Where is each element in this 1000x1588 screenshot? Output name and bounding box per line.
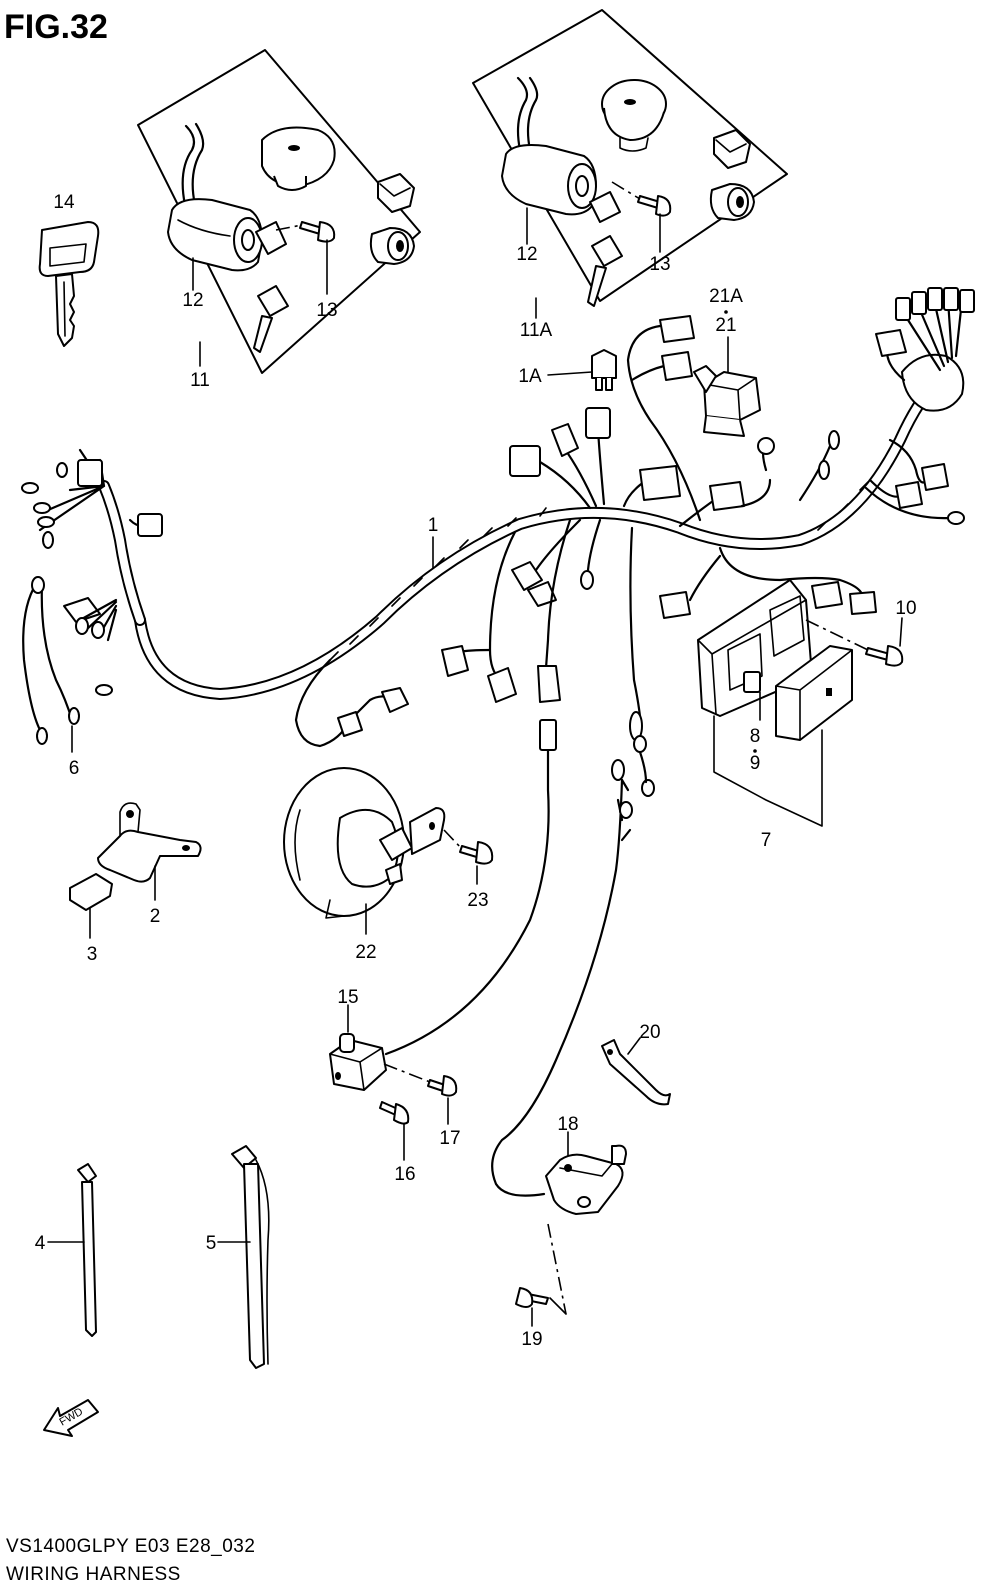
relay (693, 365, 761, 437)
callout-14: 14 (53, 192, 75, 213)
callout-4: 4 (35, 1233, 46, 1254)
callout-9: 9 (750, 753, 761, 774)
bracket-2 (97, 802, 202, 883)
callout-10: 10 (895, 598, 916, 619)
callout-1A: 1A (518, 366, 542, 387)
callout-16: 16 (394, 1164, 415, 1185)
control-unit (697, 579, 853, 741)
ignition-switch-set-box (137, 49, 421, 374)
diagram-caption: WIRING HARNESS (6, 1564, 181, 1585)
callout-12-alt: 12 (516, 244, 537, 265)
callout-labels: 14 12 13 11 12 13 11A 21A 21 1A 1 6 10 8… (35, 192, 917, 1350)
callout-23: 23 (467, 890, 488, 911)
forward-direction-arrow: FWD (43, 1399, 99, 1437)
callout-22: 22 (355, 942, 376, 963)
callout-11A: 11A (520, 320, 553, 341)
callout-3: 3 (87, 944, 98, 965)
callout-5: 5 (206, 1233, 217, 1254)
callout-21A: 21A (709, 286, 743, 307)
callout-12: 12 (182, 290, 203, 311)
callout-20: 20 (639, 1022, 660, 1043)
cable-tie-5 (231, 1145, 270, 1369)
cable-tie-4 (77, 1163, 97, 1337)
callout-19: 19 (521, 1329, 542, 1350)
clamp-20 (601, 1039, 671, 1106)
callout-21: 21 (715, 315, 736, 336)
bolt-23 (443, 829, 494, 865)
horn (283, 767, 446, 919)
callout-15: 15 (337, 987, 358, 1008)
screw-10 (805, 619, 904, 667)
screw-16 (379, 1101, 410, 1125)
callout-13: 13 (316, 300, 337, 321)
callout-1: 1 (428, 515, 439, 536)
callout-7: 7 (761, 830, 772, 851)
figure-title: FIG.32 (4, 8, 108, 46)
ignition-key (38, 221, 100, 347)
callout-2: 2 (150, 906, 161, 927)
callout-13-alt: 13 (649, 254, 670, 275)
bolt-19 (515, 1223, 567, 1315)
switch-18 (491, 735, 655, 1215)
sensor-15 (329, 719, 557, 1091)
callout-6: 6 (69, 758, 80, 779)
pad-3 (69, 873, 113, 911)
model-code: VS1400GLPY E03 E28_032 (6, 1536, 255, 1557)
callout-17: 17 (439, 1128, 460, 1149)
callout-11: 11 (190, 370, 210, 391)
screw-17 (383, 1063, 458, 1097)
ignition-switch-set-box-alt (472, 9, 788, 307)
callout-8: 8 (750, 726, 761, 747)
main-wiring-harness (21, 287, 975, 748)
callout-18: 18 (557, 1114, 578, 1135)
fuse (591, 349, 617, 391)
